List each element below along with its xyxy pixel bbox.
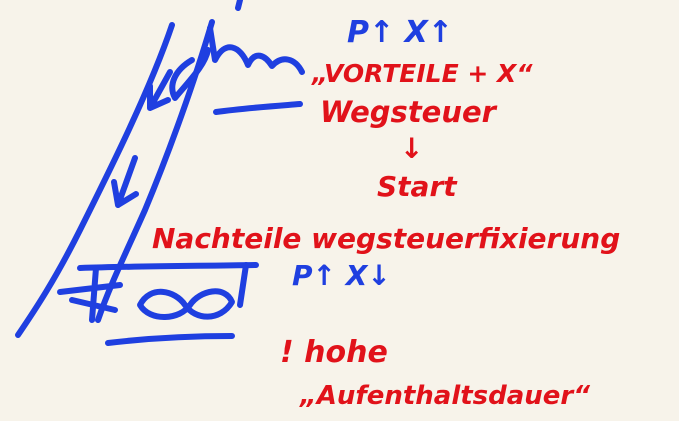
red-note-arrow: ↓ (400, 132, 423, 165)
blue-top-hump (207, 0, 305, 75)
blue-infinity-icon (137, 288, 235, 320)
blue-diagonal-left (15, 22, 175, 338)
blue-arrow-1-icon (147, 69, 173, 111)
red-note-aufenthaltsdauer: „Aufenthaltsdauer“ (299, 381, 590, 411)
label-p-up-x-up: P↑ X↑ (347, 15, 453, 50)
red-note-nachteile: Nachteile wegsteuerfixierung (152, 222, 620, 255)
red-note-wegsteuer: Wegsteuer (320, 95, 498, 129)
blue-top-underline (213, 101, 303, 115)
blue-arrow-2-icon (111, 155, 139, 208)
red-note-start: Start (377, 170, 458, 203)
blue-bottom-hash (57, 265, 123, 323)
red-note-hohe: ! hohe (280, 335, 388, 370)
blue-bottom-baseline (77, 262, 259, 271)
red-note-vorteile: „VORTEILE + X“ (311, 59, 533, 88)
blue-top-loop (169, 47, 211, 101)
blue-bottom-underline (105, 333, 235, 346)
blue-right-mark (237, 262, 249, 308)
label-p-up-x-down: P↑ X↓ (292, 259, 391, 292)
